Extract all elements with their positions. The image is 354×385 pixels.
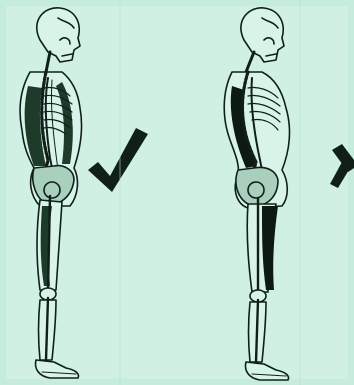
posture-comparison-diagram (0, 0, 354, 385)
